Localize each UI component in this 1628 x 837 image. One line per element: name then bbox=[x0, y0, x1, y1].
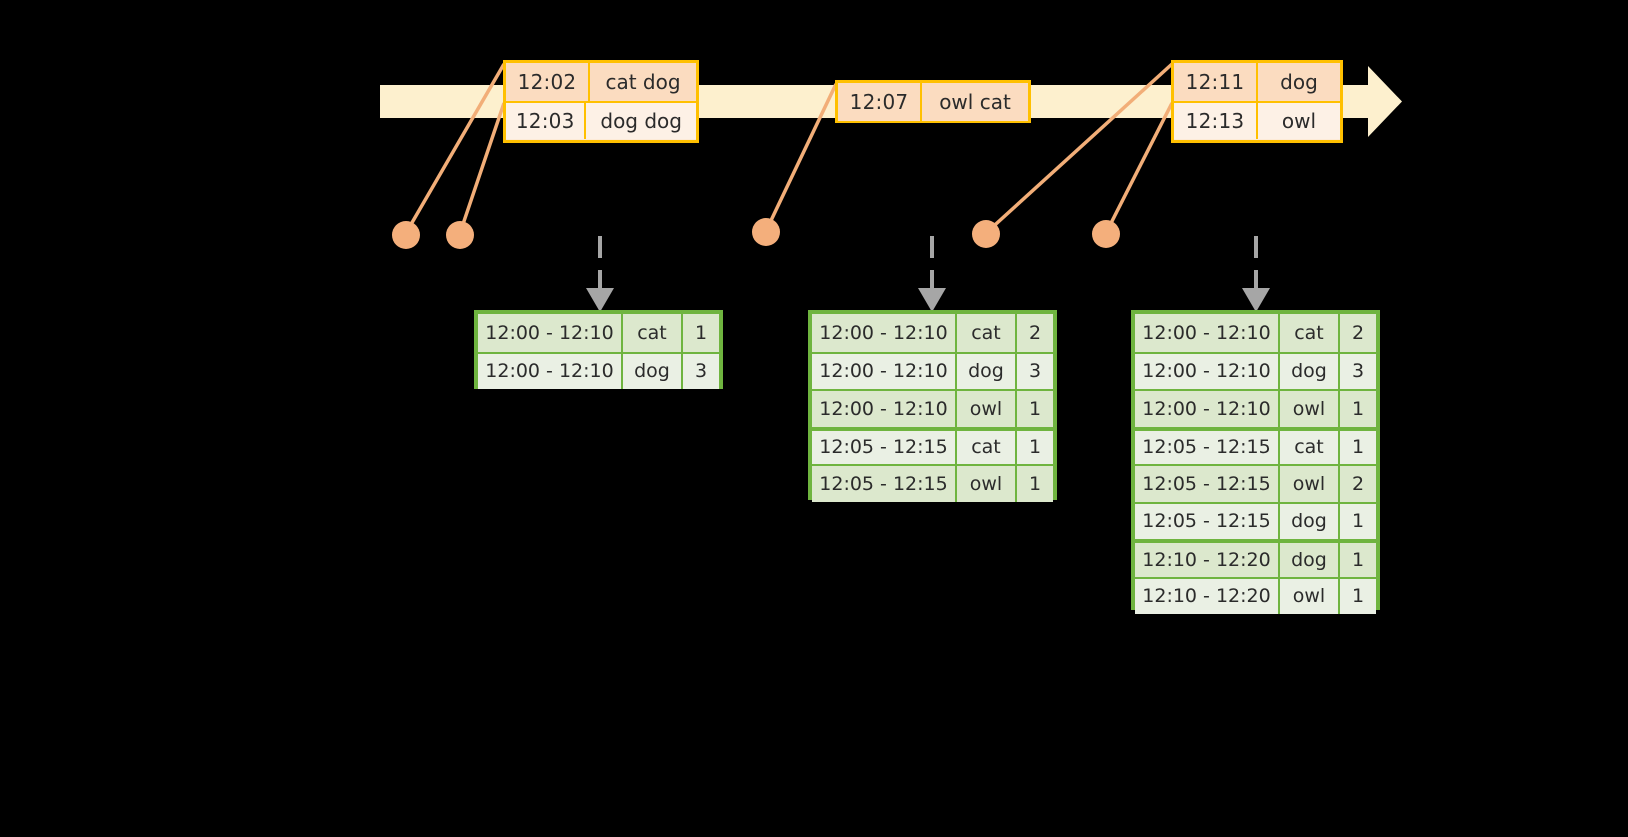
cell-word: cat bbox=[957, 430, 1017, 464]
cell-count: 1 bbox=[1028, 472, 1042, 495]
emit-arrows bbox=[598, 236, 1258, 290]
event-row: 12:11 dog bbox=[1174, 63, 1340, 101]
connector-line-1 bbox=[404, 63, 506, 234]
event-words: dog bbox=[1280, 70, 1318, 94]
cell-word: dog bbox=[623, 353, 683, 389]
cell-word: dog bbox=[957, 353, 1017, 389]
table-row: 12:00 - 12:10 dog 3 bbox=[812, 351, 1053, 389]
emit-arrow-head-3 bbox=[1242, 288, 1270, 312]
cell-window: 12:00 - 12:10 bbox=[478, 353, 623, 389]
cell-word: dog bbox=[1280, 353, 1340, 389]
connector-dot-5 bbox=[1092, 220, 1120, 248]
cell-word: owl bbox=[957, 466, 1017, 502]
table-row: 12:05 - 12:15 cat 1 bbox=[1135, 426, 1376, 464]
cell-word: cat bbox=[1280, 314, 1340, 352]
cell-window: 12:05 - 12:15 bbox=[812, 430, 957, 464]
event-row: 12:13 owl bbox=[1174, 101, 1340, 139]
event-time: 12:07 bbox=[838, 83, 922, 121]
cell-window: 12:00 - 12:10 bbox=[812, 314, 957, 352]
cell-word: owl bbox=[1280, 391, 1340, 427]
event-box-2: 12:07 owl cat bbox=[835, 80, 1031, 123]
connector-dot-4 bbox=[972, 220, 1000, 248]
result-table-1: 12:00 - 12:10 cat 1 12:00 - 12:10 dog 3 bbox=[474, 310, 723, 389]
table-row: 12:00 - 12:10 cat 2 bbox=[812, 314, 1053, 352]
cell-window: 12:05 - 12:15 bbox=[1135, 466, 1280, 502]
event-row: 12:07 owl cat bbox=[838, 83, 1028, 121]
table-row: 12:10 - 12:20 owl 1 bbox=[1135, 576, 1376, 614]
cell-count: 2 bbox=[1351, 321, 1365, 344]
cell-count: 1 bbox=[1028, 436, 1042, 459]
cell-window: 12:00 - 12:10 bbox=[1135, 314, 1280, 352]
cell-count: 2 bbox=[1028, 321, 1042, 344]
cell-word: dog bbox=[1280, 543, 1340, 577]
cell-count: 1 bbox=[1351, 397, 1365, 420]
table-row: 12:05 - 12:15 owl 1 bbox=[812, 464, 1053, 502]
cell-word: cat bbox=[957, 314, 1017, 352]
table-row: 12:05 - 12:15 cat 1 bbox=[812, 426, 1053, 464]
table-row: 12:00 - 12:10 owl 1 bbox=[812, 389, 1053, 427]
cell-window: 12:00 - 12:10 bbox=[1135, 391, 1280, 427]
cell-count: 1 bbox=[1351, 436, 1365, 459]
event-words: owl cat bbox=[939, 90, 1011, 114]
emit-arrow-head-2 bbox=[918, 288, 946, 312]
cell-count: 2 bbox=[1351, 472, 1365, 495]
emit-arrow-head-1 bbox=[586, 288, 614, 312]
cell-word: owl bbox=[957, 391, 1017, 427]
cell-window: 12:00 - 12:10 bbox=[478, 314, 623, 352]
emit-arrow-heads bbox=[586, 288, 1270, 312]
cell-word: dog bbox=[1280, 503, 1340, 539]
cell-count: 3 bbox=[1351, 360, 1365, 383]
table-row: 12:00 - 12:10 cat 2 bbox=[1135, 314, 1376, 352]
event-row: 12:03 dog dog bbox=[506, 101, 696, 139]
cell-window: 12:00 - 12:10 bbox=[1135, 353, 1280, 389]
event-box-3: 12:11 dog 12:13 owl bbox=[1171, 60, 1343, 143]
event-connector-dots bbox=[392, 218, 1120, 249]
table-row: 12:05 - 12:15 dog 1 bbox=[1135, 501, 1376, 539]
table-row: 12:00 - 12:10 dog 3 bbox=[1135, 351, 1376, 389]
result-table-2: 12:00 - 12:10 cat 2 12:00 - 12:10 dog 3 … bbox=[808, 310, 1057, 502]
cell-window: 12:05 - 12:15 bbox=[1135, 430, 1280, 464]
event-row: 12:02 cat dog bbox=[506, 63, 696, 101]
table-row: 12:05 - 12:15 owl 2 bbox=[1135, 464, 1376, 502]
cell-word: cat bbox=[1280, 430, 1340, 464]
connector-dot-3 bbox=[752, 218, 780, 246]
cell-word: owl bbox=[1280, 466, 1340, 502]
event-time: 12:03 bbox=[506, 103, 587, 139]
event-box-1: 12:02 cat dog 12:03 dog dog bbox=[503, 60, 699, 143]
cell-count: 1 bbox=[1351, 510, 1365, 533]
event-words: owl bbox=[1281, 109, 1317, 133]
cell-window: 12:10 - 12:20 bbox=[1135, 578, 1280, 614]
event-time: 12:02 bbox=[506, 63, 590, 101]
cell-count: 1 bbox=[694, 321, 708, 344]
table-row: 12:00 - 12:10 owl 1 bbox=[1135, 389, 1376, 427]
event-words: cat dog bbox=[605, 70, 681, 94]
connector-dot-1 bbox=[392, 221, 420, 249]
result-table-3: 12:00 - 12:10 cat 2 12:00 - 12:10 dog 3 … bbox=[1131, 310, 1380, 614]
event-time: 12:11 bbox=[1174, 63, 1258, 101]
connector-line-3 bbox=[764, 83, 838, 232]
cell-count: 3 bbox=[1028, 360, 1042, 383]
event-words: dog dog bbox=[600, 109, 682, 133]
connector-line-2 bbox=[458, 102, 506, 234]
cell-count: 3 bbox=[694, 360, 708, 383]
cell-count: 1 bbox=[1351, 585, 1365, 608]
connector-line-5 bbox=[1104, 102, 1174, 234]
table-row: 12:10 - 12:20 dog 1 bbox=[1135, 539, 1376, 577]
cell-window: 12:00 - 12:10 bbox=[812, 353, 957, 389]
cell-window: 12:00 - 12:10 bbox=[812, 391, 957, 427]
cell-window: 12:05 - 12:15 bbox=[1135, 503, 1280, 539]
cell-count: 1 bbox=[1028, 397, 1042, 420]
cell-count: 1 bbox=[1351, 548, 1365, 571]
connector-dot-2 bbox=[446, 221, 474, 249]
cell-word: owl bbox=[1280, 578, 1340, 614]
event-time: 12:13 bbox=[1174, 103, 1258, 139]
table-row: 12:00 - 12:10 cat 1 bbox=[478, 314, 719, 352]
cell-window: 12:05 - 12:15 bbox=[812, 466, 957, 502]
table-row: 12:00 - 12:10 dog 3 bbox=[478, 351, 719, 389]
cell-window: 12:10 - 12:20 bbox=[1135, 543, 1280, 577]
cell-word: cat bbox=[623, 314, 683, 352]
